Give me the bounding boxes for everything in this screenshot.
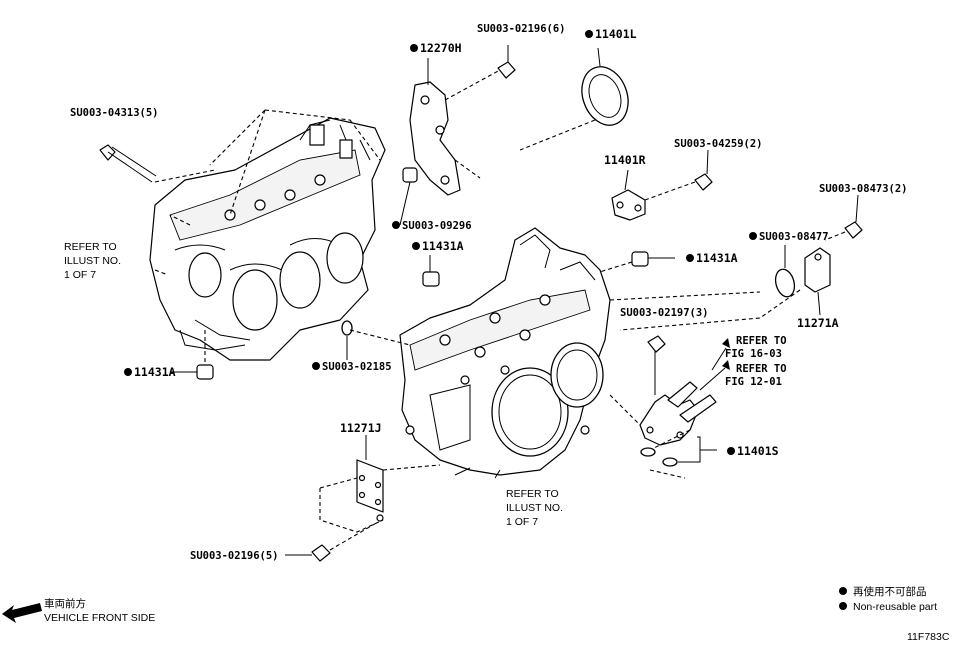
label-su003-08477: SU003-08477: [759, 231, 829, 243]
non-reusable-bullet-icon: [412, 242, 420, 250]
ring-02185: [341, 320, 353, 336]
non-reusable-bullet-icon: [312, 362, 320, 370]
ref-bottom-line3: 1 OF 7: [506, 516, 538, 528]
legend-line-japanese: 再使用不可部品: [853, 585, 927, 598]
legend-bullet-icon: [839, 587, 847, 595]
bolt-04313: [99, 144, 157, 183]
label-11431a-center: 11431A: [422, 239, 464, 253]
vehicle-front-arrow-icon: [2, 603, 42, 623]
non-reusable-bullet-icon: [392, 221, 400, 229]
bolt-04259: [694, 173, 713, 191]
cover-11271j: [319, 435, 441, 533]
part-11401r: [611, 169, 696, 221]
label-11401r: 11401R: [604, 153, 646, 167]
plug-11431a-right: [589, 251, 675, 276]
label-su003-02197: SU003-02197(3): [620, 307, 709, 319]
gasket-08477: [774, 268, 796, 298]
label-su003-04259: SU003-04259(2): [674, 138, 763, 150]
label-11271j: 11271J: [340, 421, 382, 435]
ref-left-line3: 1 OF 7: [64, 269, 96, 281]
non-reusable-bullet-icon: [727, 447, 735, 455]
plug-09296: [402, 167, 418, 183]
label-su003-02185: SU003-02185: [322, 361, 392, 373]
label-su003-02196-bottom: SU003-02196(5): [190, 550, 279, 562]
ref-bottom-line2: ILLUST NO.: [506, 502, 563, 514]
ref-left-line1: REFER TO: [64, 241, 117, 253]
bolt-02196-bottom: [285, 521, 379, 562]
seal-11401l: [519, 47, 629, 151]
non-reusable-bullet-icon: [410, 44, 418, 52]
ref-bottom-line1: REFER TO: [506, 488, 559, 500]
crankcase-right-half: [399, 227, 611, 479]
ref-fig2-line1: REFER TO: [736, 363, 787, 375]
label-11401l: 11401L: [595, 27, 637, 41]
direction-japanese: 車両前方: [44, 597, 86, 610]
bolt-08473: [844, 221, 863, 239]
non-reusable-bullet-icon: [686, 254, 694, 262]
ref-fig1-line1: REFER TO: [736, 335, 787, 347]
bolt-02196-top: [497, 45, 516, 79]
crankcase-left-half: [149, 117, 386, 361]
plug-11431a-center: [422, 271, 440, 287]
label-su003-04313: SU003-04313(5): [70, 107, 159, 119]
label-11431a-left: 11431A: [134, 365, 176, 379]
legend-line-english: Non-reusable part: [853, 601, 937, 613]
label-11431a-right: 11431A: [696, 251, 738, 265]
label-12270h: 12270H: [420, 41, 462, 55]
figure-code: 11F783C: [907, 631, 950, 643]
label-su003-09296: SU003-09296: [402, 220, 472, 232]
non-reusable-bullet-icon: [749, 232, 757, 240]
label-11401s: 11401S: [737, 444, 779, 458]
cover-11271a: [804, 247, 831, 316]
bracket-12270h: [409, 58, 461, 196]
direction-english: VEHICLE FRONT SIDE: [44, 612, 155, 624]
legend-bullet-icon: [839, 602, 847, 610]
ref-fig1-line2: FIG 16-03: [725, 348, 782, 360]
ref-left-line2: ILLUST NO.: [64, 255, 121, 267]
label-su003-08473: SU003-08473(2): [819, 183, 908, 195]
non-reusable-bullet-icon: [585, 30, 593, 38]
ref-fig2-line2: FIG 12-01: [725, 376, 782, 388]
non-reusable-bullet-icon: [124, 368, 132, 376]
water-pipe-assembly: [609, 335, 730, 479]
plug-11431a-left: [170, 364, 214, 380]
label-11271a: 11271A: [797, 316, 839, 330]
label-su003-02196-top: SU003-02196(6): [477, 23, 566, 35]
